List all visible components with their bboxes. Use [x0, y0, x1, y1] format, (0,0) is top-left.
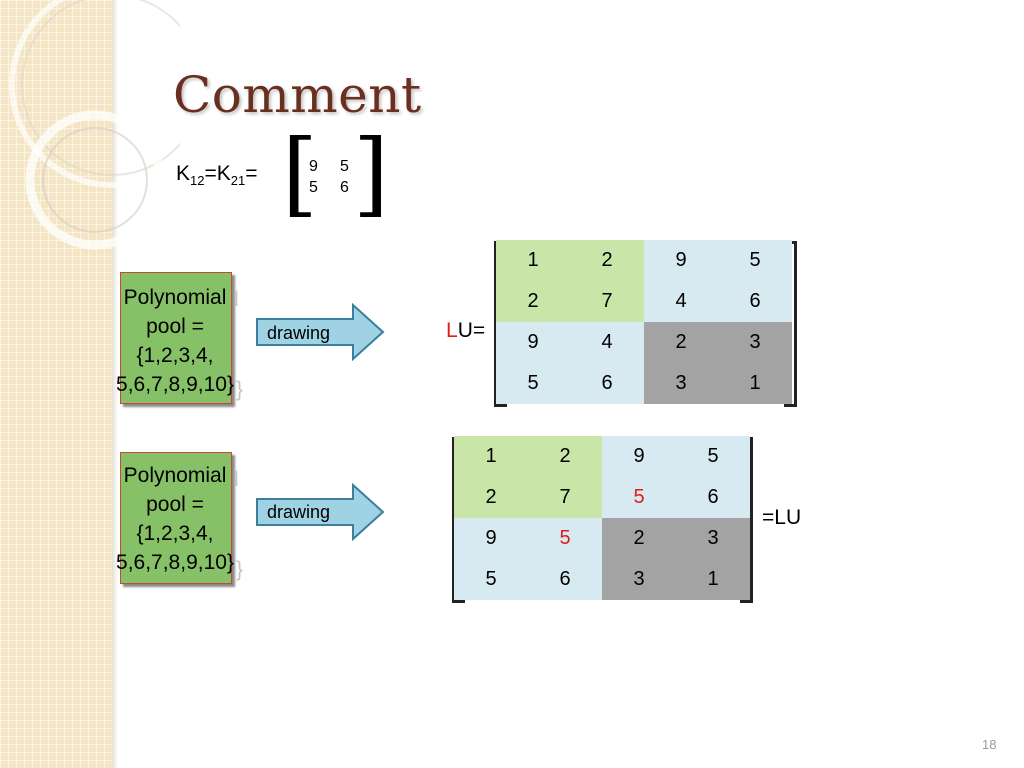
matrix-cell: 7 [570, 281, 644, 322]
slide-title: Comment [173, 66, 422, 124]
ghost-text: l [234, 468, 239, 491]
matrix-cell: 6 [528, 559, 602, 600]
k-cell: 5 [309, 179, 318, 196]
matrix-cell: 3 [676, 518, 750, 559]
matrix-cell: 5 [454, 559, 528, 600]
matrix-cell: 1 [496, 240, 570, 281]
matrix-cell: 6 [570, 363, 644, 404]
page-number: 18 [982, 737, 997, 752]
matrix-cell: 1 [454, 436, 528, 477]
decorative-rings [9, 0, 180, 250]
drawing-label-top: drawing [267, 323, 331, 343]
matrix-cell: 3 [602, 559, 676, 600]
matrix-cell: 9 [602, 436, 676, 477]
polynomial-pool-box-bottom [120, 452, 232, 584]
matrix-cell: 5 [676, 436, 750, 477]
matrix-cell: 6 [676, 477, 750, 518]
polynomial-pool-box-top [120, 272, 232, 404]
pool-line: 5,6,7,8,9,10} [116, 373, 234, 396]
u-label: U= [457, 319, 486, 342]
strip-shadow [112, 0, 118, 768]
pool-line: {1,2,3,4, [136, 344, 214, 367]
matrix-cell: 3 [644, 363, 718, 404]
matrix-cell: 2 [570, 240, 644, 281]
pool-line: Polynomial [123, 286, 227, 309]
matrix-cell: 2 [496, 281, 570, 322]
k-label-1: K [176, 162, 191, 185]
k-bracket-right: ] [353, 120, 389, 227]
ghost-text: } [236, 378, 244, 401]
lu-matrix-bottom: 1 2 9 5 2 7 5 6 9 5 2 3 5 6 3 1 [454, 436, 750, 600]
matrix-cell-highlighted: 5 [528, 518, 602, 559]
matrix-cell: 1 [718, 363, 792, 404]
matrix-cell: 9 [454, 518, 528, 559]
matrix-cell: 6 [718, 281, 792, 322]
matrix-cell: 1 [676, 559, 750, 600]
matrix-cell-highlighted: 5 [602, 477, 676, 518]
matrix-cell: 5 [718, 240, 792, 281]
k-label-3: = [245, 162, 258, 185]
k-sub-1: 12 [190, 173, 205, 189]
matrix-cell: 2 [528, 436, 602, 477]
matrix-cell: 9 [496, 322, 570, 363]
pool-line: 5,6,7,8,9,10} [116, 551, 234, 574]
polynomial-pool-text-bottom: Polynomial pool = {1,2,3,4, 5,6,7,8,9,10… [100, 461, 250, 577]
pool-line: Polynomial [123, 464, 227, 487]
k-cell: 9 [309, 158, 318, 175]
pool-line: pool = [146, 493, 204, 516]
drawing-label-bottom: drawing [267, 502, 331, 522]
matrix-cell: 7 [528, 477, 602, 518]
right-arrow-icon [256, 483, 385, 541]
matrix-cell: 4 [570, 322, 644, 363]
matrix-cell: 2 [454, 477, 528, 518]
lu-matrix-top: 1 2 9 5 2 7 4 6 9 4 2 3 5 6 3 1 [496, 240, 792, 404]
matrix-cell: 2 [644, 322, 718, 363]
matrix-cell: 5 [496, 363, 570, 404]
k-bracket-left: [ [282, 120, 318, 227]
lu-label-top: LU= [446, 319, 485, 343]
k-label-2: =K [204, 162, 231, 185]
polynomial-pool-text-top: Polynomial pool = {1,2,3,4, 5,6,7,8,9,10… [100, 283, 250, 399]
k-cell: 6 [340, 179, 349, 196]
matrix-cell: 9 [644, 240, 718, 281]
pool-line: {1,2,3,4, [136, 522, 214, 545]
matrix-cell: 4 [644, 281, 718, 322]
matrix-cell: 3 [718, 322, 792, 363]
l-red-label: L [446, 319, 458, 342]
matrix-cell: 2 [602, 518, 676, 559]
k-cell: 5 [340, 158, 349, 175]
k-equation: K12=K21= [176, 162, 258, 188]
ghost-text: l [234, 288, 239, 311]
ghost-text: } [236, 558, 244, 581]
pool-line: pool = [146, 315, 204, 338]
k-sub-2: 21 [230, 173, 246, 189]
lu-label-bottom: =LU [762, 506, 802, 529]
right-arrow-icon [256, 303, 385, 361]
